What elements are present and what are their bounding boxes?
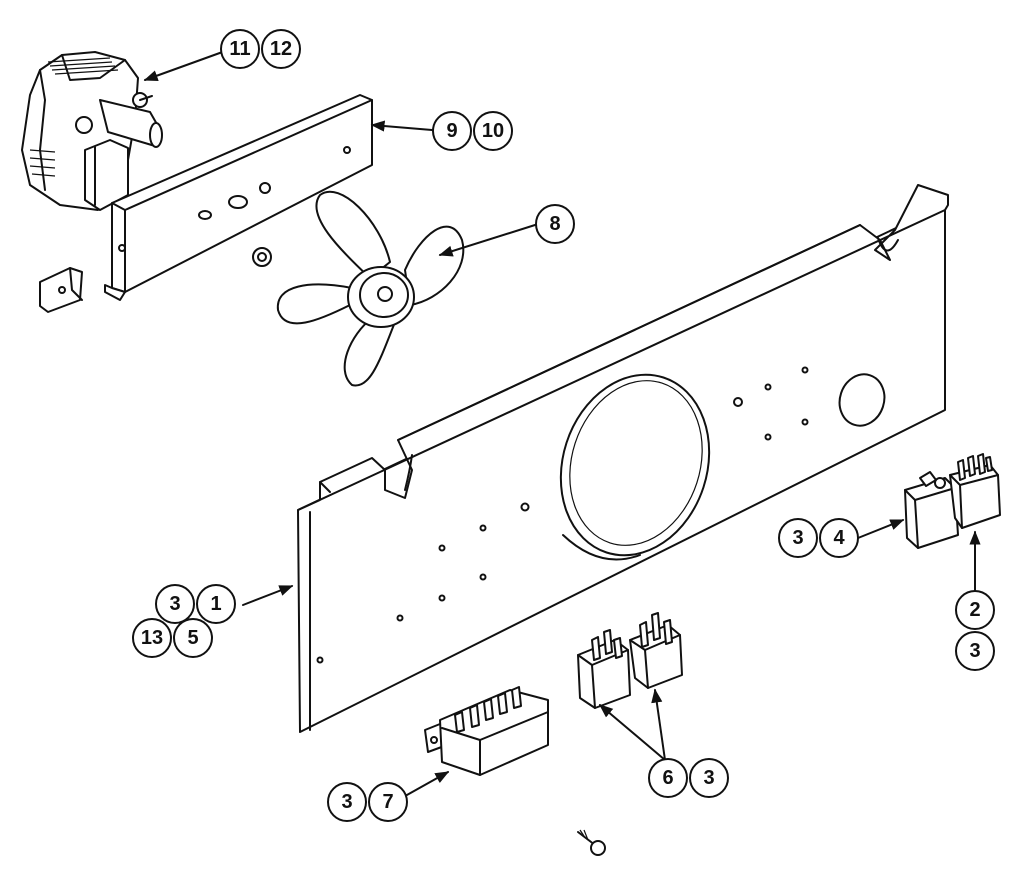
callout-relay-pair: 6 3 — [648, 758, 729, 798]
callout-number: 13 — [141, 627, 163, 649]
callout-number: 5 — [187, 627, 198, 649]
callout-motor: 11 12 — [220, 29, 301, 69]
leader-panel — [242, 585, 294, 606]
callout-number: 3 — [703, 767, 714, 789]
callout-number: 2 — [969, 599, 980, 621]
screw — [577, 829, 606, 856]
callout-number: 12 — [270, 38, 292, 60]
callout-panel: 3 1 13 5 — [132, 584, 236, 658]
callout-number: 3 — [969, 640, 980, 662]
callout-number: 3 — [169, 593, 180, 615]
callout-number: 6 — [662, 767, 673, 789]
leader-relay-right-side — [857, 519, 905, 539]
motor-bracket — [104, 94, 373, 301]
callout-number: 3 — [792, 527, 803, 549]
relay-pair-right — [629, 612, 683, 689]
callout-number: 9 — [446, 120, 457, 142]
fan-motor — [21, 51, 163, 211]
callout-number: 1 — [210, 593, 221, 615]
leader-relay-pair-a — [598, 704, 666, 761]
callout-relay-right-below: 2 3 — [955, 590, 995, 671]
callout-number: 8 — [549, 213, 560, 235]
callout-bracket: 9 10 — [432, 111, 513, 151]
transformer — [424, 686, 549, 776]
motor-clip — [39, 267, 83, 313]
callout-number: 11 — [229, 38, 250, 60]
leader-bracket — [370, 120, 433, 132]
callout-number: 3 — [341, 791, 352, 813]
callout-transformer: 3 7 — [327, 782, 408, 822]
relay-right-left — [904, 471, 959, 549]
callout-number: 4 — [833, 527, 845, 549]
control-panel — [297, 184, 949, 733]
callout-relay-right-side: 3 4 — [778, 518, 859, 558]
callout-number: 10 — [482, 120, 504, 142]
leader-fan — [438, 224, 536, 257]
relay-pair-left — [577, 629, 631, 709]
callout-number: 7 — [382, 791, 393, 813]
relay-right-right — [949, 453, 1001, 529]
leader-relay-pair-b — [651, 688, 666, 761]
leader-motor — [143, 49, 229, 81]
fan-blade — [276, 190, 465, 387]
callout-fan: 8 — [535, 204, 575, 244]
bracket-nut — [252, 247, 272, 267]
